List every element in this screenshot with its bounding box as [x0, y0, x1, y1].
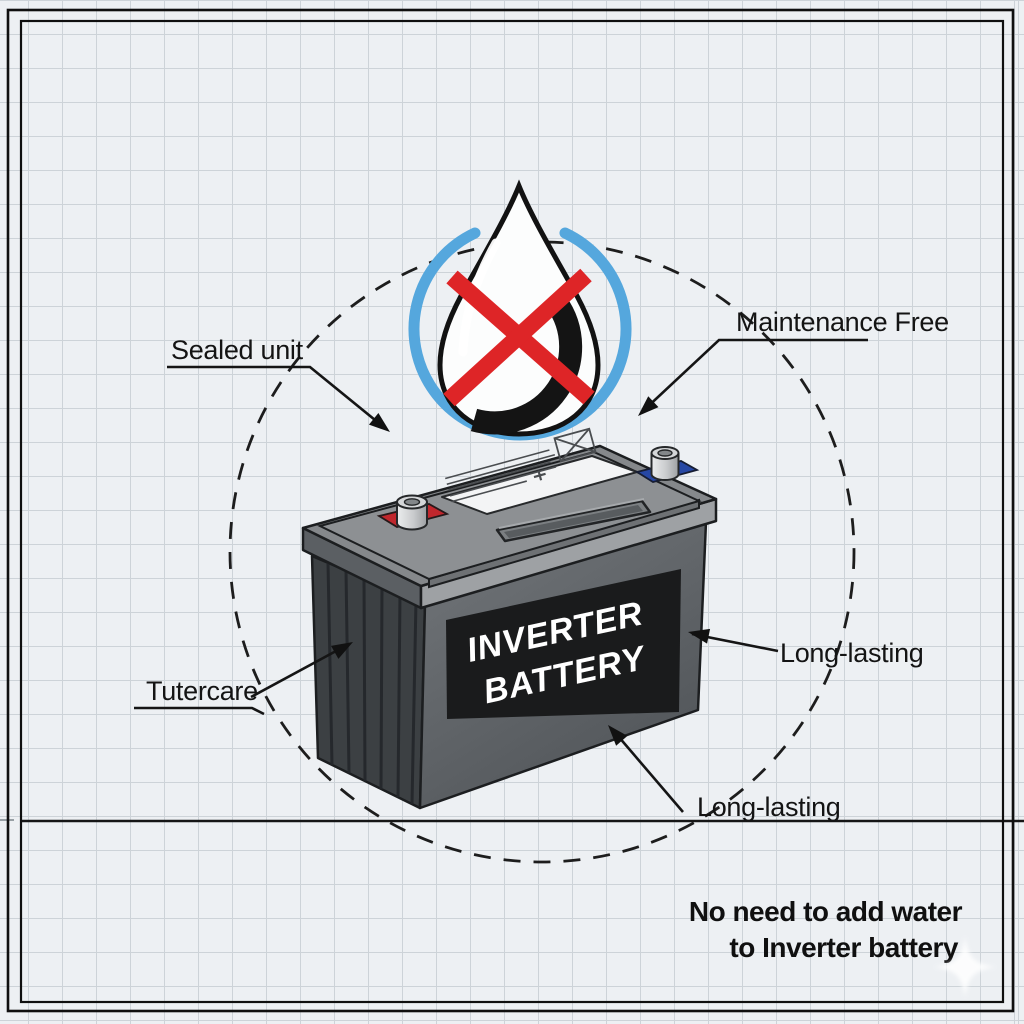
leader-lines: [134, 338, 868, 813]
callout-tutercare: Tutercare: [146, 676, 258, 706]
callout-sealed-unit: Sealed unit: [171, 335, 304, 365]
battery-name-label: [446, 569, 681, 719]
inverter-battery-illustration: INVERTER BATTERY: [301, 427, 718, 810]
callout-long-lasting-right: Long-lasting: [780, 638, 924, 668]
terminal-negative: [634, 446, 700, 483]
caption-line2: to Inverter battery: [729, 932, 958, 963]
red-cross-icon: [443, 268, 595, 407]
drop-shadow-crescent: [470, 295, 583, 435]
caption: No need to add water to Inverter battery: [689, 896, 963, 963]
callout-maintenance-free: Maintenance Free: [736, 307, 949, 337]
battery-lid-platform: [317, 450, 702, 581]
no-water-drop-icon: [408, 179, 632, 441]
callout-long-lasting-bottom: Long-lasting: [697, 792, 841, 822]
battery-side-ribs: [326, 562, 418, 805]
dashed-orbit-circle: [228, 240, 856, 864]
caption-line1: No need to add water: [689, 896, 963, 927]
inner-frame-border: [19, 19, 1005, 1004]
terminal-positive: [376, 494, 450, 531]
battery-handle: [495, 498, 652, 543]
outer-frame-border: [6, 8, 1015, 1013]
sparkle-icon: [934, 936, 996, 998]
